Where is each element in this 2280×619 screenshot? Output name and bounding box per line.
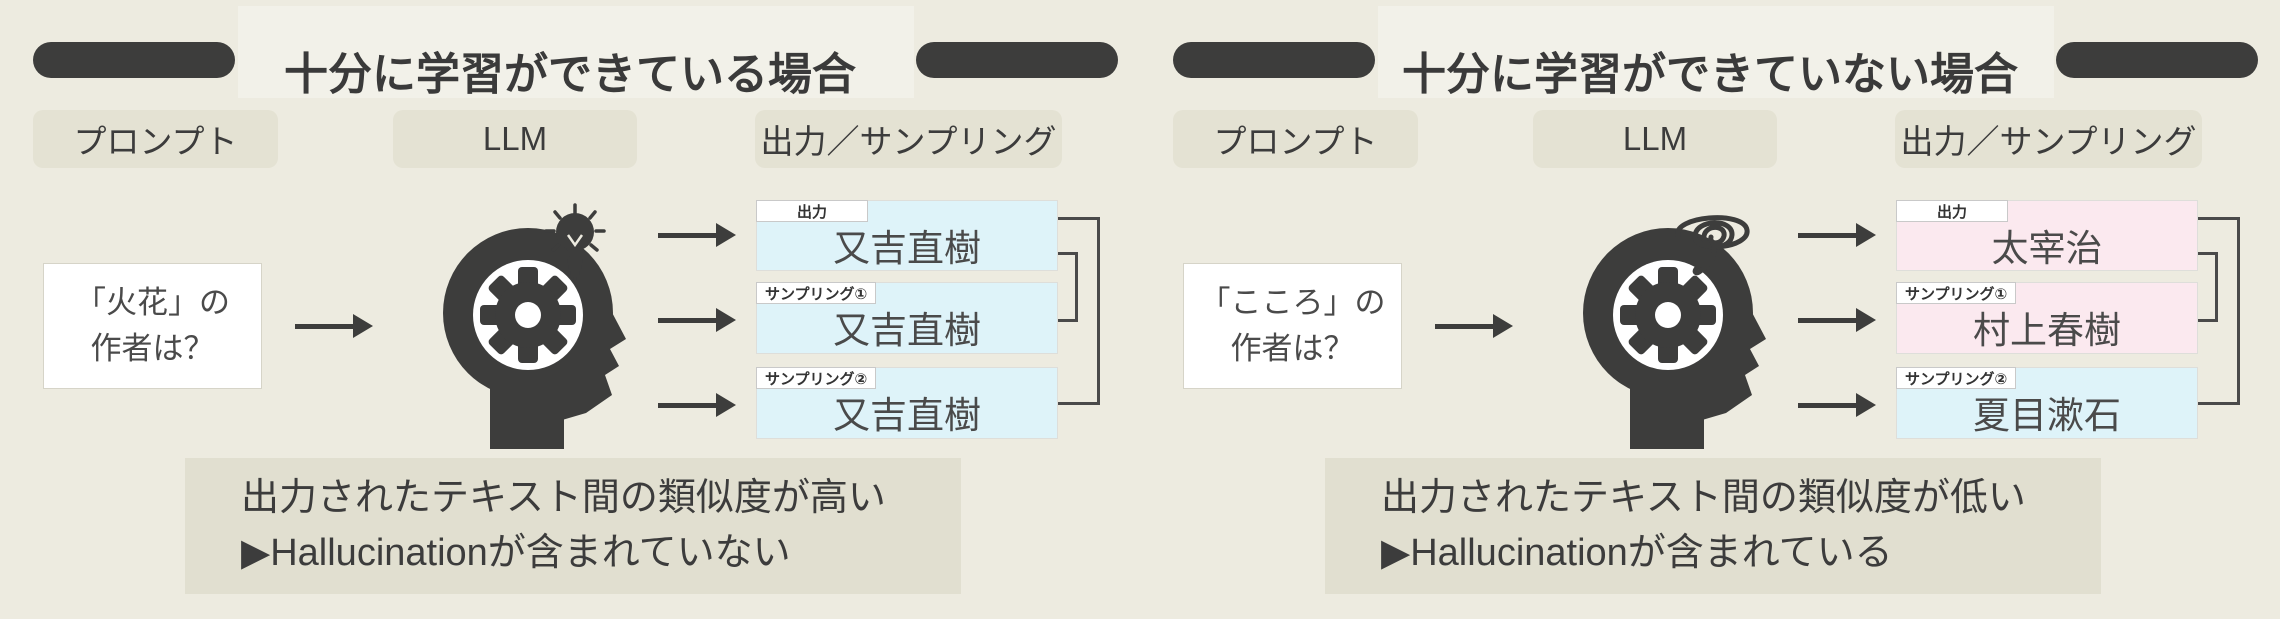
panel-well-trained: 十分に学習ができている場合 プロンプト LLM 出力／サンプリング 「火花」の … (33, 6, 1118, 594)
sampling2-tag: サンプリング② (756, 367, 877, 389)
llm-head-icon (443, 228, 626, 449)
flow-arrow-to-sampling2 (658, 393, 736, 417)
stage-label-llm: LLM (1533, 110, 1777, 168)
sampling1-box: サンプリング① 又吉直樹 (756, 282, 1058, 354)
panel-title: 十分に学習ができている場合 (284, 50, 856, 99)
prompt-text-line2: 作者は？ (1230, 331, 1355, 366)
output-tag: 出力 (1896, 200, 2008, 222)
output-value: 又吉直樹 (833, 227, 981, 269)
flow-arrow-prompt-to-llm (295, 314, 373, 338)
flow-arrow-to-output (658, 223, 736, 247)
prompt-text-line1: 「こころ」の (1199, 284, 1386, 320)
similarity-bracket-outer (1058, 217, 1100, 405)
sampling2-tag: サンプリング② (1896, 367, 2017, 389)
output-box: 出力 又吉直樹 (756, 200, 1058, 271)
title-decoration-bar-right (916, 42, 1118, 78)
summary-box: 出力されたテキスト間の類似度が高い ▶Hallucinationが含まれていない (185, 458, 961, 594)
panel-title: 十分に学習ができていない場合 (1402, 50, 2018, 99)
flow-arrow-to-sampling1 (1798, 308, 1876, 332)
title-decoration-bar-left (33, 42, 235, 78)
confusion-swirl-icon (1675, 215, 1750, 276)
sampling1-tag: サンプリング① (1896, 282, 2017, 304)
panel-insufficiently-trained: 十分に学習ができていない場合 プロンプト LLM 出力／サンプリング 「こころ」… (1140, 0, 2280, 619)
lightbulb-icon (544, 203, 606, 280)
title-decoration-bar-right (2056, 42, 2258, 78)
flow-arrow-prompt-to-llm (1435, 314, 1513, 338)
similarity-bracket-inner (1058, 252, 1078, 322)
summary-line2: ▶Hallucinationが含まれている (1381, 532, 1893, 574)
stage-label-llm: LLM (393, 110, 637, 168)
stage-label-prompt: プロンプト (1173, 110, 1418, 168)
stage-label-prompt: プロンプト (33, 110, 278, 168)
summary-line1: 出力されたテキスト間の類似度が低い (1381, 476, 2026, 519)
title-backdrop (1378, 6, 2054, 98)
flow-arrow-to-output (1798, 223, 1876, 247)
summary-line1: 出力されたテキスト間の類似度が高い (241, 476, 886, 519)
summary-box: 出力されたテキスト間の類似度が低い ▶Hallucinationが含まれている (1325, 458, 2101, 594)
title-backdrop (238, 6, 914, 98)
prompt-box: 「こころ」の 作者は？ (1183, 263, 1402, 389)
output-box: 出力 太宰治 (1896, 200, 2198, 271)
summary-line2: ▶Hallucinationが含まれていない (241, 532, 791, 574)
sampling2-value: 又吉直樹 (833, 395, 981, 436)
sampling1-tag: サンプリング① (756, 282, 877, 304)
sampling1-value: 又吉直樹 (833, 310, 981, 351)
output-value: 太宰治 (1991, 227, 2103, 269)
sampling2-box: サンプリング② 夏目漱石 (1896, 367, 2198, 439)
prompt-text-line2: 作者は？ (90, 331, 215, 366)
output-tag: 出力 (756, 200, 868, 222)
sampling2-value: 夏目漱石 (1973, 395, 2121, 436)
flow-arrow-to-sampling2 (1798, 393, 1876, 417)
flow-arrow-to-sampling1 (658, 308, 736, 332)
prompt-box: 「火花」の 作者は？ (43, 263, 262, 389)
sampling1-box: サンプリング① 村上春樹 (1896, 282, 2198, 354)
stage-label-output-sampling: 出力／サンプリング (755, 110, 1062, 168)
title-decoration-bar-left (1173, 42, 1375, 78)
prompt-text-line1: 「火花」の (75, 284, 230, 320)
similarity-bracket-outer (2198, 217, 2240, 405)
stage-label-output-sampling: 出力／サンプリング (1895, 110, 2202, 168)
similarity-bracket-inner (2198, 252, 2218, 322)
sampling1-value: 村上春樹 (1973, 310, 2121, 351)
llm-head-icon (1583, 228, 1766, 449)
sampling2-box: サンプリング② 又吉直樹 (756, 367, 1058, 439)
